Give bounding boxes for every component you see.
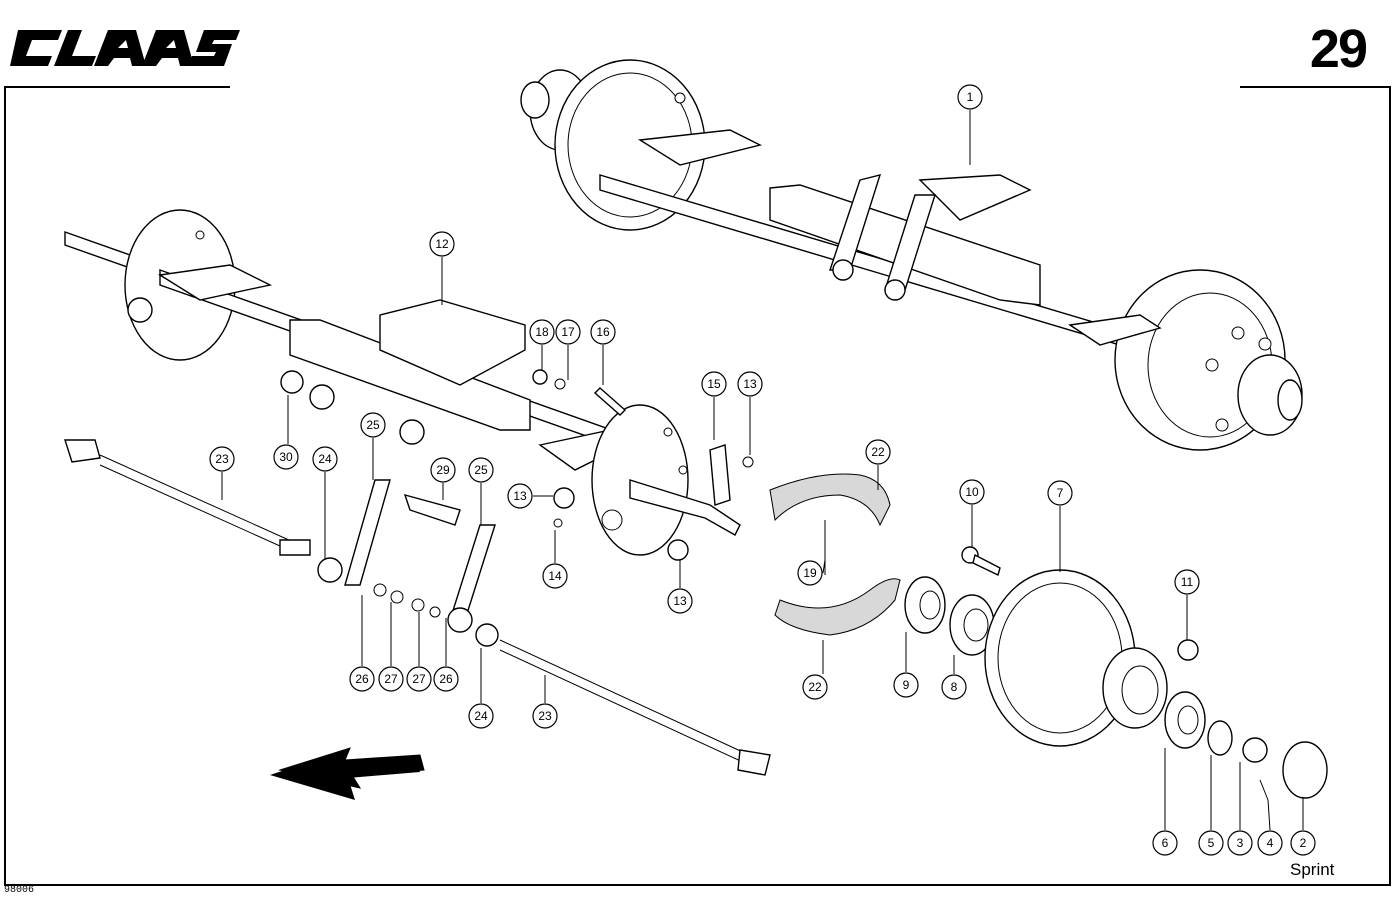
callout-12: 12 — [429, 231, 455, 257]
svg-text:13: 13 — [673, 594, 687, 608]
page-number: 29 — [1309, 19, 1368, 79]
svg-text:4: 4 — [1267, 836, 1274, 850]
svg-text:7: 7 — [1057, 486, 1064, 500]
svg-text:24: 24 — [474, 709, 488, 723]
callout-24-right: 23 — [532, 703, 558, 729]
svg-text:13: 13 — [513, 489, 527, 503]
callout-26-right: 25 — [468, 457, 494, 483]
model-name: Sprint — [1290, 860, 1335, 879]
callout-6: 6 — [1152, 830, 1178, 856]
callout-27-left: 26 — [349, 666, 375, 692]
callout-23-bottom: 22 — [802, 674, 828, 700]
svg-text:10: 10 — [965, 485, 979, 499]
callout-13-b: 13 — [667, 588, 693, 614]
leader-lines — [221, 110, 1304, 831]
frame-top-right-rule — [1240, 86, 1390, 88]
drawing-code: 98006 — [4, 885, 35, 896]
callout-26-left: 25 — [360, 412, 386, 438]
svg-text:23: 23 — [215, 452, 229, 466]
svg-text:16: 16 — [596, 325, 610, 339]
callout-15: 13 — [737, 371, 763, 397]
callout-25-bottom: 24 — [468, 703, 494, 729]
svg-text:13: 13 — [743, 377, 757, 391]
callout-25-top: 24 — [312, 446, 338, 472]
callout-28-left: 27 — [378, 666, 404, 692]
axle-assembly-upper — [520, 59, 1303, 451]
svg-text:11: 11 — [1181, 575, 1194, 589]
svg-text:19: 19 — [803, 566, 817, 580]
svg-text:1: 1 — [967, 90, 974, 104]
svg-text:5: 5 — [1208, 836, 1215, 850]
axle-beam-exploded — [64, 209, 741, 556]
callout-24-left: 23 — [209, 446, 235, 472]
svg-text:30: 30 — [279, 450, 293, 464]
callout-9: 9 — [893, 672, 919, 698]
svg-text:27: 27 — [384, 672, 398, 686]
svg-text:25: 25 — [366, 418, 380, 432]
svg-text:18: 18 — [535, 325, 549, 339]
svg-text:22: 22 — [871, 445, 885, 459]
svg-text:15: 15 — [707, 377, 721, 391]
svg-text:12: 12 — [435, 237, 449, 251]
callout-28-right: 27 — [406, 666, 432, 692]
svg-text:24: 24 — [318, 452, 332, 466]
callout-8: 8 — [941, 674, 967, 700]
callout-13-a: 13 — [507, 483, 533, 509]
callout-23-top: 22 — [865, 439, 891, 465]
callout-3: 3 — [1227, 830, 1253, 856]
callout-22: 19 — [797, 560, 823, 586]
callout-16: 15 — [701, 371, 727, 397]
svg-text:3: 3 — [1237, 836, 1244, 850]
frame-right-rule — [1389, 86, 1391, 886]
frame-top-left-rule — [4, 86, 230, 88]
svg-text:26: 26 — [439, 672, 453, 686]
callout-17: 16 — [590, 319, 616, 345]
callout-19: 18 — [529, 319, 555, 345]
svg-text:29: 29 — [436, 463, 450, 477]
svg-text:22: 22 — [808, 680, 822, 694]
callout-30: 30 — [273, 444, 299, 470]
claas-logo — [10, 22, 240, 72]
callout-29: 29 — [430, 457, 456, 483]
callout-4: 4 — [1257, 830, 1283, 856]
hub-and-brake-parts — [769, 473, 1328, 801]
callout-5: 5 — [1198, 830, 1224, 856]
frame-left-rule — [4, 86, 6, 886]
svg-text:26: 26 — [355, 672, 369, 686]
svg-text:9: 9 — [903, 678, 910, 692]
callout-14: 14 — [542, 563, 568, 589]
svg-text:17: 17 — [561, 325, 575, 339]
callout-18: 17 — [555, 319, 581, 345]
callout-1: 1 — [957, 84, 983, 110]
callout-2: 2 — [1290, 830, 1316, 856]
svg-text:25: 25 — [474, 463, 488, 477]
callout-27-right: 26 — [433, 666, 459, 692]
svg-text:27: 27 — [412, 672, 426, 686]
callout-11: 11 — [1174, 569, 1200, 595]
svg-text:14: 14 — [548, 569, 562, 583]
callout-10: 10 — [959, 479, 985, 505]
svg-text:2: 2 — [1300, 836, 1307, 850]
svg-text:8: 8 — [951, 680, 958, 694]
brake-linkage-parts — [64, 369, 771, 776]
svg-text:6: 6 — [1162, 836, 1169, 850]
frame-bottom-rule — [4, 884, 1391, 886]
callout-7: 7 — [1047, 480, 1073, 506]
svg-text:23: 23 — [538, 709, 552, 723]
